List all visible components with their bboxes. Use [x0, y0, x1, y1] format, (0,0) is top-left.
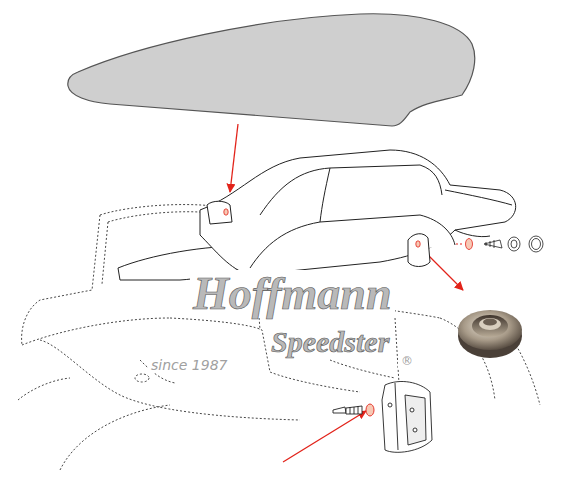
arrow: [425, 252, 463, 290]
car-body: [18, 205, 540, 470]
snap-fastener: [458, 310, 522, 358]
watermark-brand: Hoffmann: [190, 270, 395, 318]
folded-top: [200, 150, 516, 275]
arrow: [283, 411, 366, 462]
arrow: [230, 124, 238, 192]
bracket-parts: [333, 381, 432, 452]
tonneau-cover: [68, 14, 475, 126]
watermark-mark: ®: [398, 354, 416, 368]
fastener-parts: [466, 236, 544, 252]
watermark-since: since 1987: [148, 357, 230, 373]
watermark-model: Speedster: [268, 326, 392, 358]
